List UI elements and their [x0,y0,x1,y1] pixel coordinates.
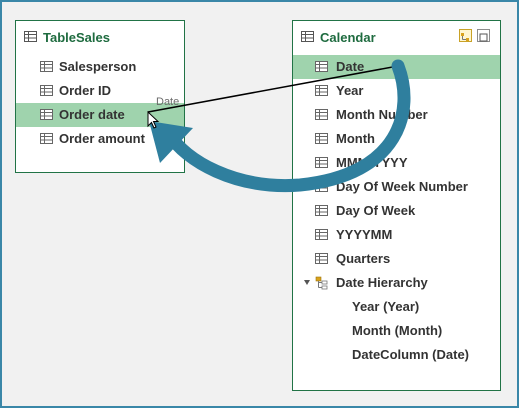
field-date[interactable]: Date [293,55,500,79]
field-mmm-yyyy[interactable]: MMM-YYYY [293,151,500,175]
table-column-icon [315,181,328,192]
field-year[interactable]: Year [293,79,500,103]
field-label: Month (Month) [352,323,443,338]
expand-triangle-icon[interactable] [304,280,310,285]
field-label: Salesperson [59,59,137,74]
table-column-icon [40,133,53,144]
field-label: DateColumn (Date) [352,347,470,362]
hierarchy-icon [315,276,328,290]
field-label: MMM-YYYY [336,155,408,170]
field-label: YYYYMM [336,227,393,242]
field-label: Year [336,83,364,98]
field-label: Day Of Week Number [336,179,468,194]
table-icon [24,31,37,42]
field-order-amount[interactable]: Order amount [16,127,184,151]
drag-ghost-label: Date [156,96,180,108]
table-column-icon [315,205,328,216]
field-label: Order ID [59,83,112,98]
hierarchy-icon [461,33,469,41]
hierarchy-level-datecolumn[interactable]: DateColumn (Date) [293,343,500,367]
maximize-button[interactable] [477,29,490,42]
table-column-icon [40,61,53,72]
table-column-icon [40,109,53,120]
table-column-icon [315,253,328,264]
table-column-icon [40,85,53,96]
field-label: Month Number [336,107,428,122]
field-day-of-week-number[interactable]: Day Of Week Number [293,175,500,199]
table-column-icon [315,85,328,96]
field-label: Day Of Week [336,203,416,218]
maximize-icon [479,33,488,42]
field-label: Quarters [336,251,391,266]
field-month[interactable]: Month [293,127,500,151]
field-month-number[interactable]: Month Number [293,103,500,127]
table-title: TableSales [43,30,110,45]
hierarchy-view-button[interactable] [459,29,472,42]
field-label: Order amount [59,131,145,146]
field-day-of-week[interactable]: Day Of Week [293,199,500,223]
field-quarters[interactable]: Quarters [293,247,500,271]
field-date-hierarchy[interactable]: Date Hierarchy [293,271,500,295]
table-icon [301,31,314,42]
field-label: Date [336,59,365,74]
table-title: Calendar [320,30,376,45]
table-card-calendar[interactable]: Calendar Date [292,20,501,391]
hierarchy-level-year[interactable]: Year (Year) [293,295,500,319]
table-column-icon [315,61,328,72]
field-label: Date Hierarchy [336,275,428,290]
table-column-icon [315,109,328,120]
field-salesperson[interactable]: Salesperson [16,55,184,79]
hierarchy-level-month[interactable]: Month (Month) [293,319,500,343]
table-column-icon [315,157,328,168]
field-label: Year (Year) [352,299,420,314]
table-column-icon [315,229,328,240]
field-order-id[interactable]: Order ID [16,79,184,103]
table-header[interactable]: TableSales [16,21,184,53]
table-header[interactable]: Calendar [293,21,500,53]
field-yyyymm[interactable]: YYYYMM [293,223,500,247]
field-label: Order date [59,107,125,122]
field-label: Month [336,131,375,146]
table-column-icon [315,133,328,144]
